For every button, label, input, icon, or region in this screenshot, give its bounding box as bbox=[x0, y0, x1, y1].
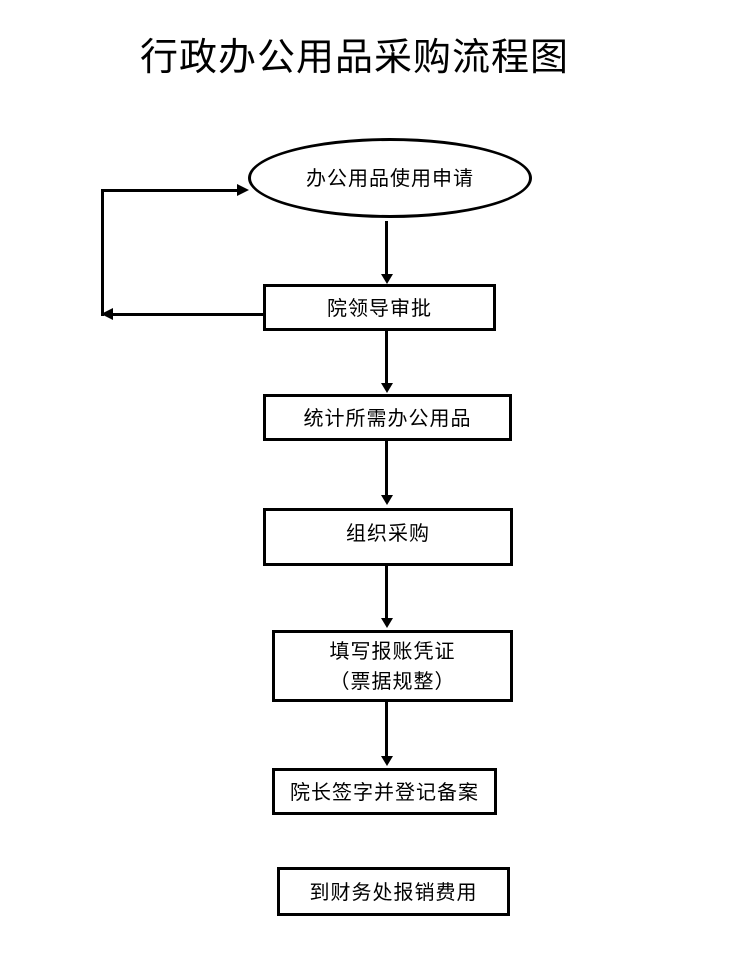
connector-voucher-sign-arrowhead-icon bbox=[381, 756, 393, 766]
node-reimburse-box: 到财务处报销费用 bbox=[277, 867, 510, 916]
connector-count-purchase-arrowhead-icon bbox=[381, 495, 393, 505]
node-approve-box: 院领导审批 bbox=[263, 284, 496, 331]
connector-count-purchase-line bbox=[385, 441, 388, 495]
connector-purchase-voucher-arrowhead-icon bbox=[381, 618, 393, 628]
connector-feedback-right-arrowhead-icon bbox=[237, 184, 249, 196]
connector-apply-approve-arrowhead-icon bbox=[381, 274, 393, 284]
node-reimburse-label: 到财务处报销费用 bbox=[309, 879, 478, 904]
node-approve-label: 院领导审批 bbox=[327, 295, 432, 320]
node-purchase-box: 组织采购 bbox=[263, 508, 513, 566]
connector-apply-approve-line bbox=[385, 221, 388, 274]
node-apply-ellipse: 办公用品使用申请 bbox=[248, 138, 532, 218]
node-apply-label: 办公用品使用申请 bbox=[306, 166, 474, 190]
connector-feedback-vertical-line bbox=[101, 189, 104, 316]
node-purchase-label: 组织采购 bbox=[346, 521, 430, 545]
connector-approve-count-line bbox=[385, 331, 388, 383]
page-title: 行政办公用品采购流程图 bbox=[139, 35, 569, 79]
node-count-box: 统计所需办公用品 bbox=[263, 394, 512, 441]
node-voucher-box: 填写报账凭证 （票据规整） bbox=[272, 630, 513, 702]
node-voucher-label-line2: （票据规整） bbox=[329, 669, 456, 693]
connector-voucher-sign-line bbox=[385, 702, 388, 756]
connector-feedback-bottom-line bbox=[113, 313, 263, 316]
node-voucher-label-line1: 填写报账凭证 bbox=[329, 639, 456, 663]
connector-approve-count-arrowhead-icon bbox=[381, 383, 393, 393]
connector-feedback-left-arrowhead-icon bbox=[101, 308, 113, 320]
node-sign-label: 院长签字并登记备案 bbox=[290, 779, 479, 804]
connector-feedback-top-line bbox=[103, 189, 237, 192]
connector-purchase-voucher-line bbox=[385, 566, 388, 618]
node-sign-box: 院长签字并登记备案 bbox=[272, 768, 497, 815]
node-count-label: 统计所需办公用品 bbox=[303, 405, 472, 430]
